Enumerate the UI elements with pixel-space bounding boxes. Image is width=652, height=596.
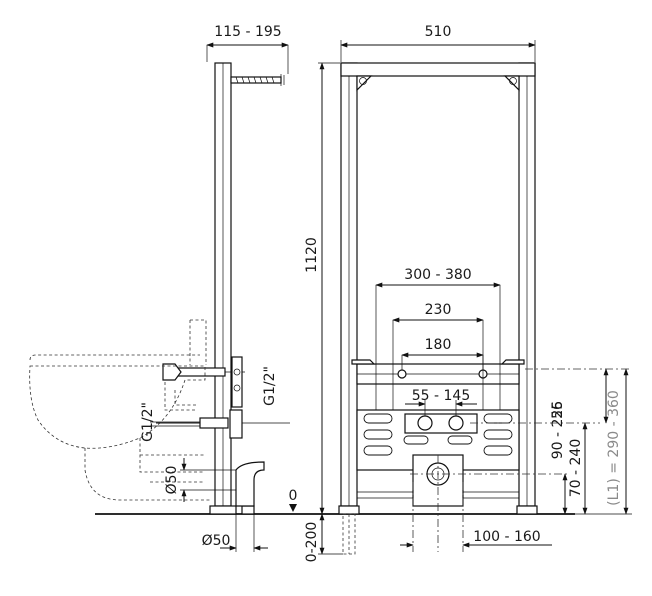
label-thread-left: G1/2" <box>140 402 156 442</box>
dim-fixing-spacing: 300 - 380 <box>404 267 471 283</box>
label-thread-right: G1/2" <box>262 366 278 406</box>
dim-floor-adjust: 0-200 <box>304 522 320 563</box>
dim-frame-height: 1120 <box>304 237 320 273</box>
dim-supply-height: 90 - 225 <box>550 401 566 460</box>
dim-mount-height: (L1) = 290 - 360 <box>606 390 622 506</box>
dim-drain-offset: 56 <box>550 401 566 419</box>
side-view <box>29 62 290 515</box>
dim-water-spacing: 180 <box>425 337 452 353</box>
dim-drain-dia-bottom: Ø50 <box>202 533 231 549</box>
dim-drain-lateral: 100 - 160 <box>473 529 540 545</box>
dim-supply-spacing: 55 - 145 <box>412 388 471 404</box>
bidet-outline <box>29 365 206 449</box>
dim-wall-depth: 115 - 195 <box>214 24 281 40</box>
dim-drain-height: 70 - 240 <box>568 439 584 498</box>
dim-stud-spacing: 230 <box>425 302 452 318</box>
dim-frame-width: 510 <box>425 24 452 40</box>
label-floor-zero: 0 <box>289 488 298 504</box>
dim-drain-dia-side: Ø50 <box>164 466 180 495</box>
front-view <box>338 62 570 555</box>
